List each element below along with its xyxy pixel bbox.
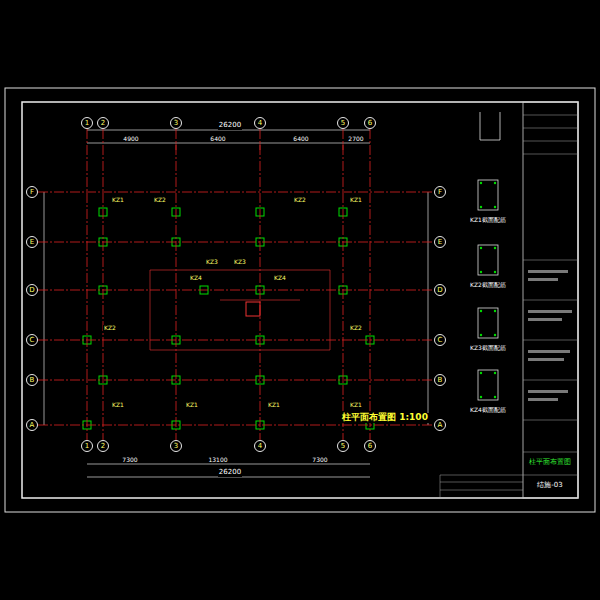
axis-label: 2 (101, 443, 105, 450)
axis-label: B (438, 377, 443, 384)
column-tag: KZ1 (111, 197, 125, 204)
axis-label: D (29, 287, 34, 294)
axis-bubble: F (434, 186, 446, 198)
column-tag: KZ1 (111, 402, 125, 409)
axis-bubble: 1 (81, 440, 93, 452)
axis-label: C (438, 337, 443, 344)
axis-line (370, 129, 371, 440)
axis-bubble: B (434, 374, 446, 386)
section-title: KZ4截面配筋 (469, 407, 507, 414)
axis-label: 4 (258, 443, 262, 450)
axis-bubble: 6 (364, 440, 376, 452)
column-tag: KZ2 (293, 197, 307, 204)
axis-bubble: 5 (337, 117, 349, 129)
column-tag: KZ1 (185, 402, 199, 409)
axis-line (38, 425, 434, 426)
dimension: 13100 (207, 457, 228, 464)
section-title: KZ1截面配筋 (469, 217, 507, 224)
axis-label: 6 (368, 443, 372, 450)
axis-bubble: C (26, 334, 38, 346)
axis-line (38, 290, 434, 291)
axis-bubble: D (26, 284, 38, 296)
axis-label: A (30, 422, 35, 429)
axis-bubble: 4 (254, 117, 266, 129)
drawing-title: 柱平面布置图 1:100 (341, 413, 429, 423)
column-tag: KZ2 (349, 325, 363, 332)
axis-bubble: F (26, 186, 38, 198)
axis-bubble: A (434, 419, 446, 431)
section-title: KZ3截面配筋 (469, 345, 507, 352)
axis-line (38, 192, 434, 193)
dimension: 4900 (122, 136, 139, 143)
sheet-number: 结施-03 (536, 482, 563, 490)
axis-label: 3 (174, 443, 178, 450)
axis-label: F (438, 189, 442, 196)
column-tag: KZ3 (205, 259, 219, 266)
column-tag: KZ4 (189, 275, 203, 282)
axis-bubble: 2 (97, 440, 109, 452)
axis-label: E (438, 239, 442, 246)
axis-bubble: A (26, 419, 38, 431)
axis-label: 6 (368, 120, 372, 127)
axis-bubble: 1 (81, 117, 93, 129)
column-tag: KZ3 (233, 259, 247, 266)
dimension: 26200 (218, 469, 242, 477)
axis-label: 1 (85, 443, 89, 450)
dimension: 6400 (209, 136, 226, 143)
axis-label: A (438, 422, 443, 429)
axis-bubble: 3 (170, 440, 182, 452)
dimension: 7300 (311, 457, 328, 464)
axis-bubble: 3 (170, 117, 182, 129)
axis-label: 2 (101, 120, 105, 127)
column-tag: KZ2 (103, 325, 117, 332)
dimension: 7300 (121, 457, 138, 464)
axis-bubble: E (26, 236, 38, 248)
axis-label: E (30, 239, 34, 246)
axis-label: C (30, 337, 35, 344)
axis-bubble: 4 (254, 440, 266, 452)
axis-bubble: 6 (364, 117, 376, 129)
column-tag: KZ1 (349, 197, 363, 204)
axis-line (343, 129, 344, 440)
axis-line (38, 380, 434, 381)
sheet-title: 柱平面布置图 (528, 459, 572, 467)
axis-label: 1 (85, 120, 89, 127)
axis-bubble: 2 (97, 117, 109, 129)
axis-line (38, 242, 434, 243)
axis-label: B (30, 377, 35, 384)
axis-label: 3 (174, 120, 178, 127)
axis-label: F (30, 189, 34, 196)
column-tag: KZ2 (153, 197, 167, 204)
axis-bubble: 5 (337, 440, 349, 452)
column-tag: KZ4 (273, 275, 287, 282)
axis-bubble: C (434, 334, 446, 346)
axis-line (103, 129, 104, 440)
axis-bubble: E (434, 236, 446, 248)
dimension: 2700 (347, 136, 364, 143)
dimension: 6400 (292, 136, 309, 143)
dimension: 26200 (218, 122, 242, 130)
axis-label: D (437, 287, 442, 294)
axis-bubble: D (434, 284, 446, 296)
column-tag: KZ1 (267, 402, 281, 409)
axis-label: 5 (341, 120, 345, 127)
axis-line (260, 129, 261, 440)
axis-label: 4 (258, 120, 262, 127)
axis-label: 5 (341, 443, 345, 450)
axis-line (176, 129, 177, 440)
column-tag: KZ1 (349, 402, 363, 409)
axis-line (38, 340, 434, 341)
axis-line (87, 129, 88, 440)
section-title: KZ2截面配筋 (469, 282, 507, 289)
axis-bubble: B (26, 374, 38, 386)
